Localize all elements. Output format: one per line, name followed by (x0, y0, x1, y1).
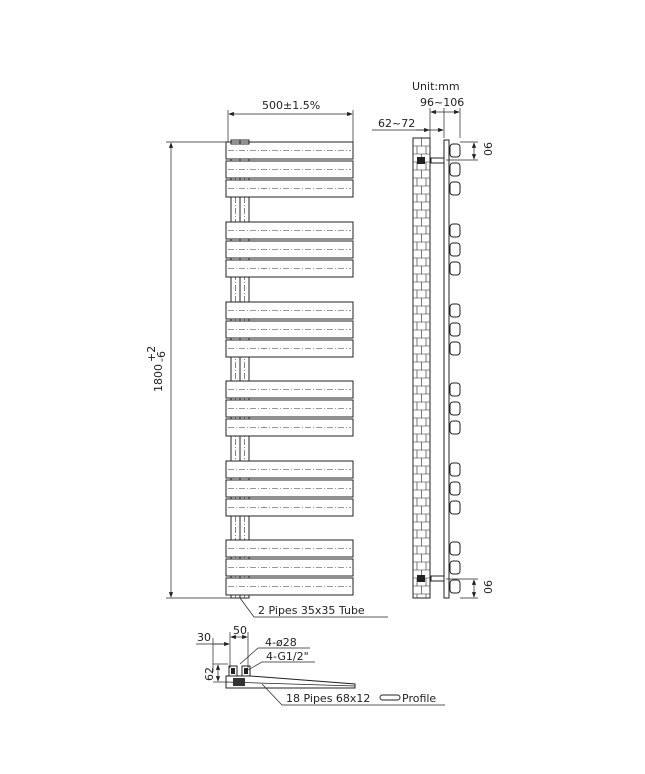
depth-inner-label: 62~72 (378, 117, 415, 130)
height-tolerance-plus: +2 (145, 346, 158, 362)
front-bars (225, 139, 354, 596)
side-bars (449, 143, 461, 594)
depth-outer-label: 96~106 (420, 96, 464, 109)
pipes-leader (239, 597, 388, 618)
side-bar-profile (449, 481, 461, 496)
side-bar-profile (449, 579, 461, 594)
side-view: 96~106 62~72 90 90 (372, 96, 494, 599)
side-bar-profile (449, 541, 461, 556)
side-bar-profile (449, 261, 461, 276)
radiator-bar (225, 558, 354, 577)
profile-manifold (233, 678, 245, 686)
radiator-bar (225, 479, 354, 498)
pipe-cap (239, 139, 250, 145)
holes-label: 4-ø28 (265, 636, 297, 649)
bracket-top-label: 90 (481, 142, 494, 156)
width-label: 500±1.5% (262, 99, 320, 112)
radiator-bar (225, 259, 354, 278)
radiator-bar (225, 498, 354, 517)
radiator-bar (225, 160, 354, 179)
radiator-bar (225, 460, 354, 479)
radiator-bar (225, 320, 354, 339)
side-bar-profile (449, 223, 461, 238)
radiator-bar (225, 539, 354, 558)
height-tolerance-minus: -6 (155, 351, 168, 362)
dim-62-label: 62 (203, 667, 216, 681)
dim-50-label: 50 (233, 624, 247, 637)
bracket-top-plug (417, 157, 425, 164)
unit-label: Unit:mm (412, 80, 460, 93)
profile-label: 18 Pipes 68x12 (286, 692, 370, 705)
thread-label: 4-G1/2" (266, 650, 309, 663)
side-bar-profile (449, 242, 461, 257)
radiator-bar (225, 221, 354, 240)
side-bar-profile (449, 382, 461, 397)
side-bar-profile (449, 181, 461, 196)
bracket-bottom (430, 575, 445, 582)
side-bar-profile (449, 401, 461, 416)
side-bar-profile (449, 341, 461, 356)
radiator-bar (225, 240, 354, 259)
side-bar-profile (449, 500, 461, 515)
bracket-bottom-label: 90 (481, 580, 494, 594)
height-label: 1800 (152, 364, 165, 392)
radiator-bar (225, 418, 354, 437)
pipes-label: 2 Pipes 35x35 Tube (258, 604, 365, 617)
radiator-bar (225, 399, 354, 418)
bottom-view: 50 30 4-ø28 4-G1/2" 62 18 Pipes 68x12 Pr… (196, 624, 445, 706)
side-bar-profile (449, 143, 461, 158)
side-bar-profile (449, 162, 461, 177)
thread-leader (247, 661, 315, 671)
bracket-bottom-plug (417, 575, 425, 582)
radiator-bar (225, 141, 354, 160)
side-bar-profile (449, 560, 461, 575)
side-bar-profile (449, 462, 461, 477)
side-pipe (443, 139, 450, 599)
profile-leader (261, 683, 445, 706)
dim-30-label: 30 (197, 631, 211, 644)
profile-suffix: Profile (402, 692, 436, 705)
radiator-bar (225, 339, 354, 358)
radiator-bar (225, 380, 354, 399)
side-bar-profile (449, 420, 461, 435)
radiator-bar (225, 577, 354, 596)
side-bar-profile (449, 303, 461, 318)
radiator-bar (225, 301, 354, 320)
bracket-top (430, 157, 445, 164)
profile-shape-icon (379, 694, 401, 701)
profile-body (225, 675, 356, 689)
front-view: 500±1.5% 1800 +2 -6 2 Pipes 35x35 Tube (145, 99, 388, 618)
holes-leader (239, 647, 310, 665)
side-bar-profile (449, 322, 461, 337)
radiator-bar (225, 179, 354, 198)
